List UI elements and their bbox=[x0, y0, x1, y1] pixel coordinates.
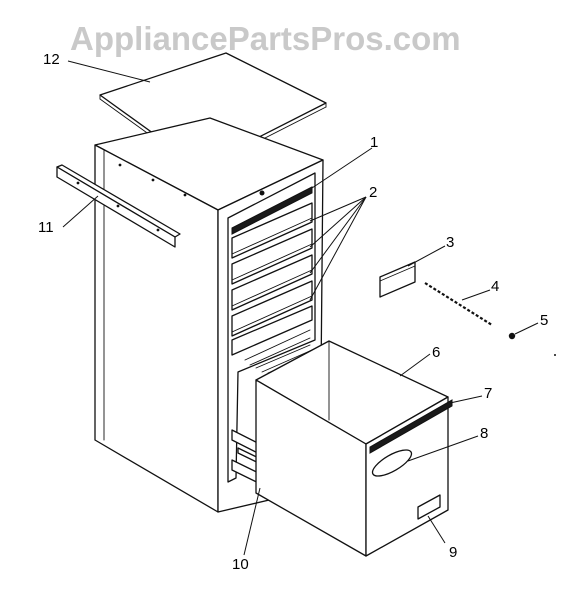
callout-labels: 1 2 3 4 5 6 7 8 9 10 11 12 bbox=[38, 51, 548, 573]
part-11-mounting-bracket[interactable] bbox=[56, 164, 181, 248]
part-8-drawer-handle[interactable] bbox=[369, 445, 415, 481]
part-7-drawer-trim[interactable] bbox=[369, 399, 453, 454]
part-9-label-holder[interactable] bbox=[417, 494, 441, 520]
callout-6: 6 bbox=[432, 344, 440, 361]
callout-7: 7 bbox=[484, 385, 492, 402]
part-5-screw[interactable] bbox=[508, 332, 516, 340]
part-2-drawer-rails[interactable] bbox=[231, 202, 313, 356]
callout-4: 4 bbox=[491, 278, 499, 295]
part-6-drawer[interactable] bbox=[255, 340, 449, 557]
callout-2: 2 bbox=[369, 184, 377, 201]
part-1-top-rail[interactable] bbox=[231, 186, 313, 235]
callout-1: 1 bbox=[370, 134, 378, 151]
part-3-clip-bracket[interactable] bbox=[379, 261, 416, 298]
callout-8: 8 bbox=[480, 425, 488, 442]
callout-11: 11 bbox=[38, 219, 54, 236]
callout-5: 5 bbox=[540, 312, 548, 329]
stray-mark bbox=[554, 354, 556, 356]
leader-lines bbox=[62, 60, 539, 556]
callout-9: 9 bbox=[449, 544, 457, 561]
part-4-rod[interactable] bbox=[424, 282, 493, 326]
callout-12: 12 bbox=[43, 51, 60, 68]
callout-3: 3 bbox=[446, 234, 454, 251]
callout-10: 10 bbox=[232, 556, 249, 573]
watermark-text: AppliancePartsPros.com bbox=[70, 20, 461, 57]
